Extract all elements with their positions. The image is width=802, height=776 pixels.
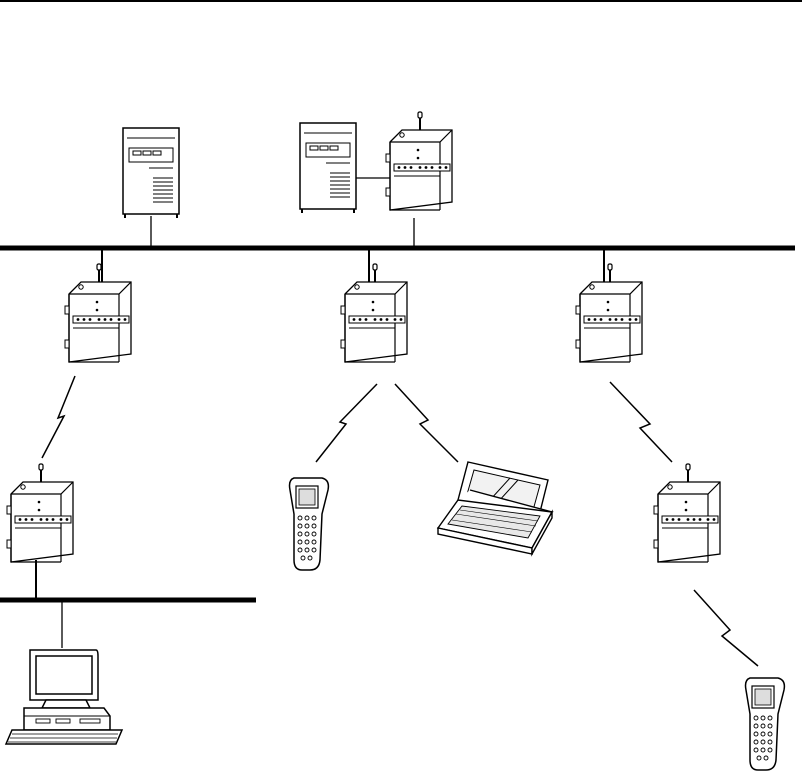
wireless-link-icon bbox=[610, 382, 672, 462]
wireless-link-icon bbox=[694, 590, 758, 666]
wireless-link-icon bbox=[316, 384, 377, 462]
server-tower-icon bbox=[123, 128, 179, 218]
wireless-links bbox=[42, 376, 758, 666]
desktop-computer-icon bbox=[6, 650, 122, 744]
laptop-icon bbox=[438, 462, 552, 554]
handheld-terminal-icon bbox=[746, 678, 785, 770]
wireless-link-icon bbox=[395, 384, 458, 462]
access-point-icon bbox=[386, 112, 452, 210]
access-point-icon bbox=[7, 464, 73, 562]
server-tower-icon bbox=[300, 123, 356, 213]
handheld-terminal-icon bbox=[290, 478, 329, 570]
access-point-icon bbox=[65, 264, 131, 362]
wireless-link-icon bbox=[42, 376, 75, 458]
access-point-icon bbox=[576, 264, 642, 362]
access-point-icon bbox=[654, 464, 720, 562]
access-point-icon bbox=[341, 264, 407, 362]
